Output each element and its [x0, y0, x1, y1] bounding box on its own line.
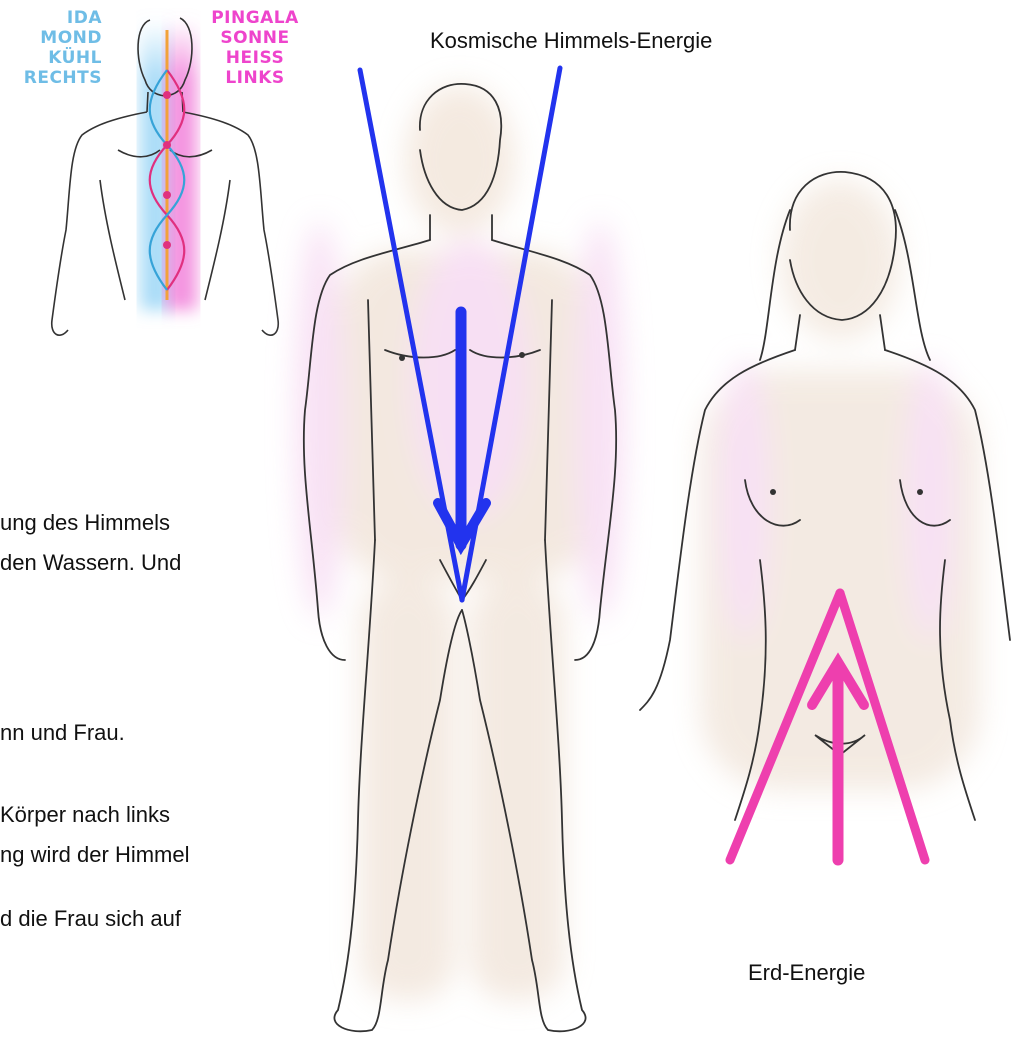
- text-line-3: nn und Frau.: [0, 718, 125, 748]
- pingala-label: PINGALA: [205, 8, 305, 28]
- text-line-1: ung des Himmels: [0, 508, 170, 538]
- ida-cool-label: KÜHL: [12, 48, 102, 68]
- pingala-sun-label: SONNE: [205, 28, 305, 48]
- cosmic-energy-label: Kosmische Himmels-Energie: [430, 28, 712, 54]
- earth-energy-label: Erd-Energie: [748, 960, 865, 986]
- man-figure: [295, 84, 625, 1031]
- ida-right-label: RECHTS: [12, 68, 102, 88]
- pingala-legend: PINGALA SONNE HEISS LINKS: [205, 8, 305, 88]
- ida-legend: IDA MOND KÜHL RECHTS: [12, 8, 102, 88]
- pingala-hot-label: HEISS: [205, 48, 305, 68]
- text-line-6: d die Frau sich auf: [0, 904, 181, 934]
- ida-moon-label: MOND: [12, 28, 102, 48]
- woman-figure: [640, 172, 1010, 820]
- pingala-left-label: LINKS: [205, 68, 305, 88]
- text-line-5: ng wird der Himmel: [0, 840, 190, 870]
- ida-label: IDA: [12, 8, 102, 28]
- text-line-4: Körper nach links: [0, 800, 170, 830]
- text-line-2: den Wassern. Und: [0, 548, 181, 578]
